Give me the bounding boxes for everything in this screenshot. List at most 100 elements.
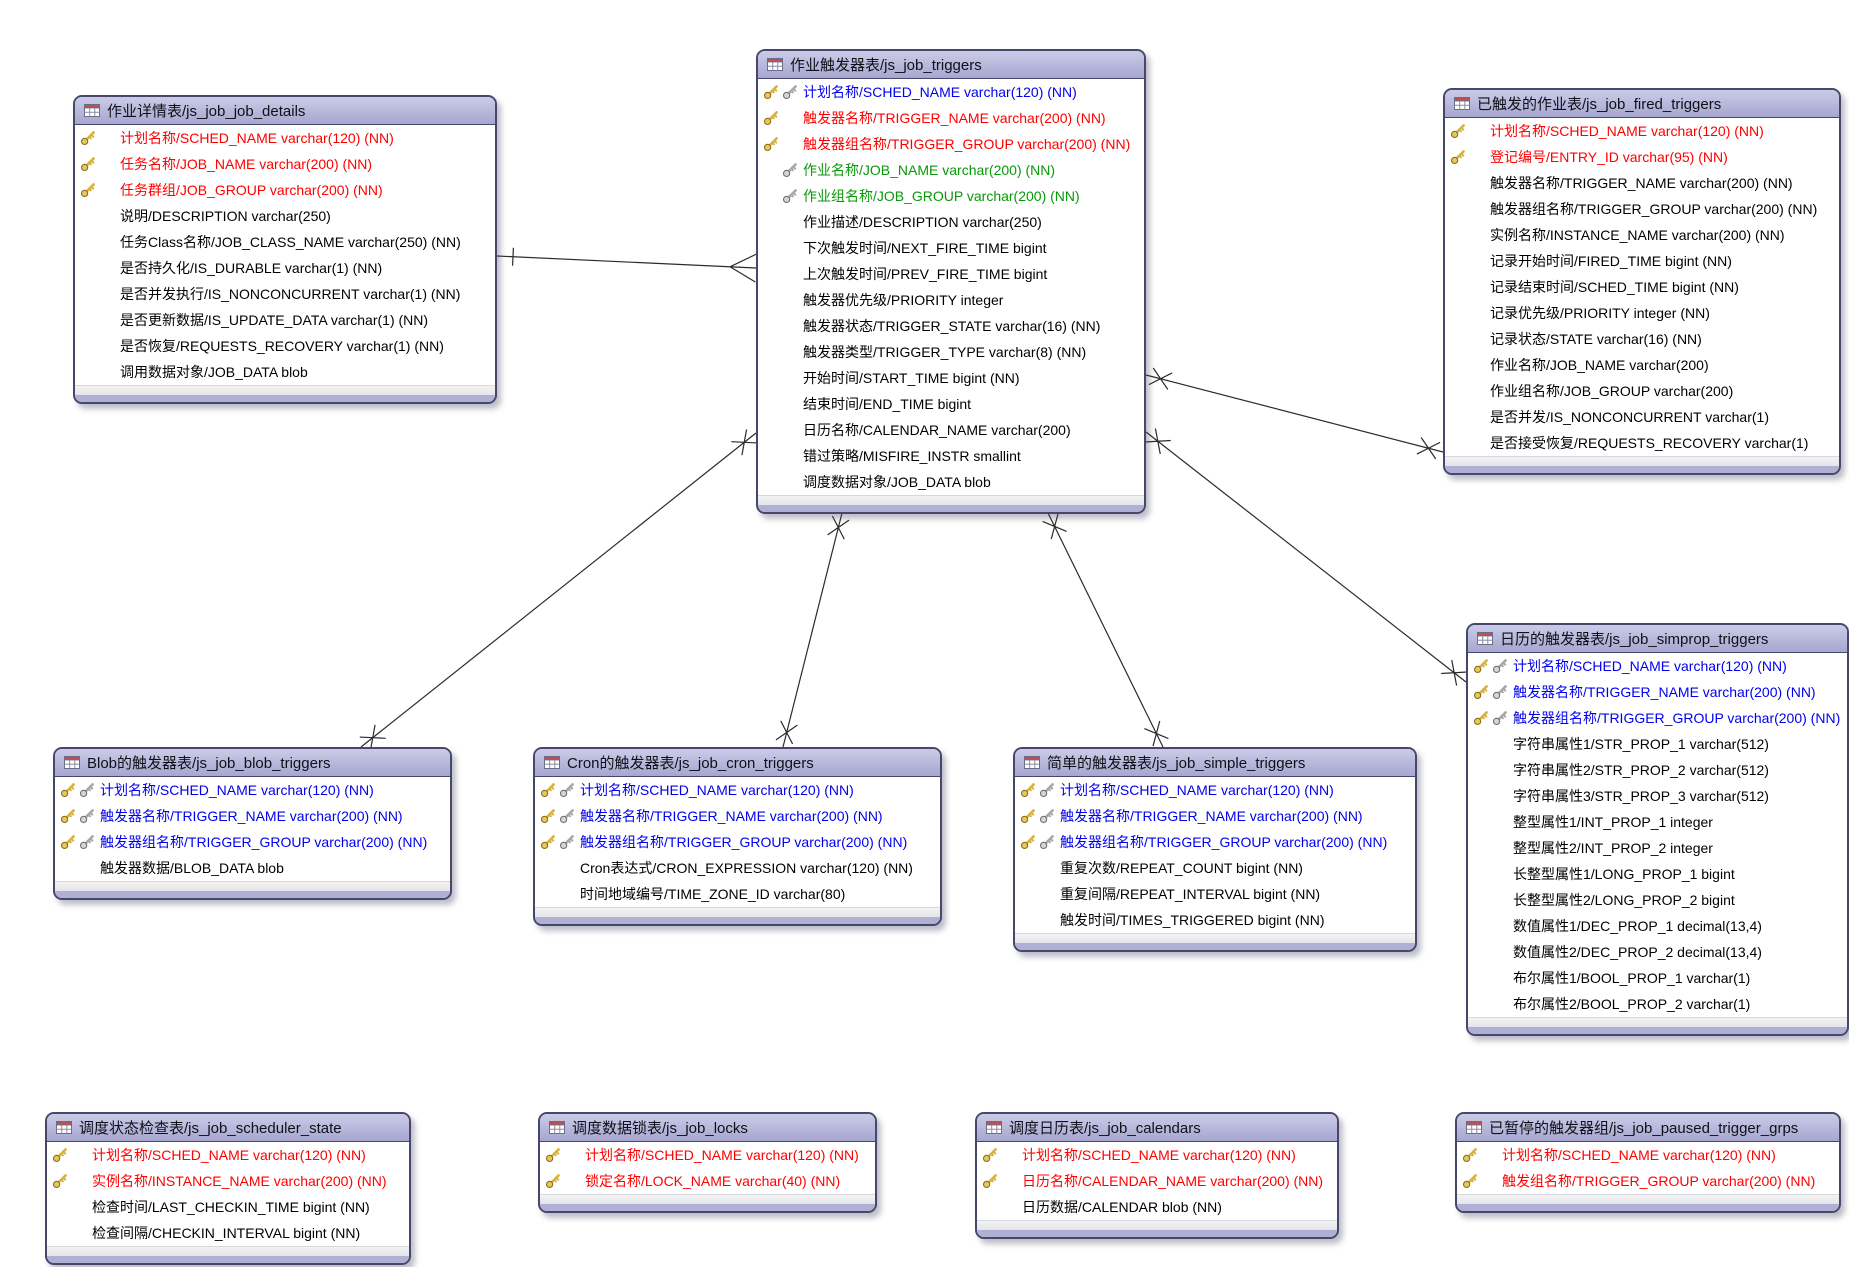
table-row[interactable]: 计划名称/SCHED_NAME varchar(120) (NN): [47, 1142, 409, 1168]
table-row[interactable]: 日历名称/CALENDAR_NAME varchar(200): [758, 417, 1144, 443]
table-header[interactable]: 日历的触发器表/js_job_simprop_triggers: [1468, 625, 1847, 653]
table-header[interactable]: 调度日历表/js_job_calendars: [977, 1114, 1337, 1142]
table-row[interactable]: 触发器数据/BLOB_DATA blob: [55, 855, 450, 881]
table-row[interactable]: 作业名称/JOB_NAME varchar(200): [1445, 352, 1839, 378]
table-row[interactable]: 触发器优先级/PRIORITY integer: [758, 287, 1144, 313]
table-row[interactable]: 计划名称/SCHED_NAME varchar(120) (NN): [1457, 1142, 1839, 1168]
table-row[interactable]: 说明/DESCRIPTION varchar(250): [75, 203, 495, 229]
table-row[interactable]: 计划名称/SCHED_NAME varchar(120) (NN): [540, 1142, 875, 1168]
table-row[interactable]: 触发器名称/TRIGGER_NAME varchar(200) (NN): [1468, 679, 1847, 705]
table-row[interactable]: 触发器名称/TRIGGER_NAME varchar(200) (NN): [758, 105, 1144, 131]
table-header[interactable]: 已暂停的触发器组/js_job_paused_trigger_grps: [1457, 1114, 1839, 1142]
table-row[interactable]: 检查时间/LAST_CHECKIN_TIME bigint (NN): [47, 1194, 409, 1220]
table-row[interactable]: 计划名称/SCHED_NAME varchar(120) (NN): [55, 777, 450, 803]
table-row[interactable]: 计划名称/SCHED_NAME varchar(120) (NN): [535, 777, 940, 803]
table-row[interactable]: 触发器类型/TRIGGER_TYPE varchar(8) (NN): [758, 339, 1144, 365]
table-row[interactable]: 触发时间/TIMES_TRIGGERED bigint (NN): [1015, 907, 1415, 933]
table-row[interactable]: 字符串属性2/STR_PROP_2 varchar(512): [1468, 757, 1847, 783]
table-row[interactable]: 任务名称/JOB_NAME varchar(200) (NN): [75, 151, 495, 177]
table-row[interactable]: 计划名称/SCHED_NAME varchar(120) (NN): [75, 125, 495, 151]
table-row[interactable]: 登记编号/ENTRY_ID varchar(95) (NN): [1445, 144, 1839, 170]
table-row[interactable]: 调度数据对象/JOB_DATA blob: [758, 469, 1144, 495]
table-row[interactable]: 是否持久化/IS_DURABLE varchar(1) (NN): [75, 255, 495, 281]
table-row[interactable]: 记录结束时间/SCHED_TIME bigint (NN): [1445, 274, 1839, 300]
table-row[interactable]: 任务Class名称/JOB_CLASS_NAME varchar(250) (N…: [75, 229, 495, 255]
table-row[interactable]: 记录状态/STATE varchar(16) (NN): [1445, 326, 1839, 352]
table-row[interactable]: Cron表达式/CRON_EXPRESSION varchar(120) (NN…: [535, 855, 940, 881]
table-row[interactable]: 触发器组名称/TRIGGER_GROUP varchar(200) (NN): [758, 131, 1144, 157]
table-header[interactable]: 调度数据锁表/js_job_locks: [540, 1114, 875, 1142]
table-row[interactable]: 记录开始时间/FIRED_TIME bigint (NN): [1445, 248, 1839, 274]
table-row[interactable]: 长整型属性1/LONG_PROP_1 bigint: [1468, 861, 1847, 887]
table-row[interactable]: 是否恢复/REQUESTS_RECOVERY varchar(1) (NN): [75, 333, 495, 359]
table-row[interactable]: 日历名称/CALENDAR_NAME varchar(200) (NN): [977, 1168, 1337, 1194]
table-header[interactable]: Blob的触发器表/js_job_blob_triggers: [55, 749, 450, 777]
table-row[interactable]: 整型属性2/INT_PROP_2 integer: [1468, 835, 1847, 861]
table-row[interactable]: 字符串属性1/STR_PROP_1 varchar(512): [1468, 731, 1847, 757]
table-row[interactable]: 触发器组名称/TRIGGER_GROUP varchar(200) (NN): [1468, 705, 1847, 731]
table-row[interactable]: 实例名称/INSTANCE_NAME varchar(200) (NN): [47, 1168, 409, 1194]
table-row[interactable]: 整型属性1/INT_PROP_1 integer: [1468, 809, 1847, 835]
table-row[interactable]: 计划名称/SCHED_NAME varchar(120) (NN): [977, 1142, 1337, 1168]
table-row[interactable]: 触发器组名称/TRIGGER_GROUP varchar(200) (NN): [1015, 829, 1415, 855]
table-row[interactable]: 触发器组名称/TRIGGER_GROUP varchar(200) (NN): [535, 829, 940, 855]
table-row[interactable]: 触发器组名称/TRIGGER_GROUP varchar(200) (NN): [55, 829, 450, 855]
table-row[interactable]: 计划名称/SCHED_NAME varchar(120) (NN): [1015, 777, 1415, 803]
table-row[interactable]: 实例名称/INSTANCE_NAME varchar(200) (NN): [1445, 222, 1839, 248]
table-row[interactable]: 作业组名称/JOB_GROUP varchar(200): [1445, 378, 1839, 404]
table-row[interactable]: 调用数据对象/JOB_DATA blob: [75, 359, 495, 385]
table-header[interactable]: 简单的触发器表/js_job_simple_triggers: [1015, 749, 1415, 777]
table-row[interactable]: 布尔属性1/BOOL_PROP_1 varchar(1): [1468, 965, 1847, 991]
table-row[interactable]: 记录优先级/PRIORITY integer (NN): [1445, 300, 1839, 326]
table-row[interactable]: 日历数据/CALENDAR blob (NN): [977, 1194, 1337, 1220]
table-row[interactable]: 计划名称/SCHED_NAME varchar(120) (NN): [1468, 653, 1847, 679]
table-row[interactable]: 触发器名称/TRIGGER_NAME varchar(200) (NN): [1015, 803, 1415, 829]
table-header[interactable]: 调度状态检查表/js_job_scheduler_state: [47, 1114, 409, 1142]
table-row[interactable]: 是否接受恢复/REQUESTS_RECOVERY varchar(1): [1445, 430, 1839, 456]
table-row[interactable]: 作业描述/DESCRIPTION varchar(250): [758, 209, 1144, 235]
table-row[interactable]: 锁定名称/LOCK_NAME varchar(40) (NN): [540, 1168, 875, 1194]
table-row[interactable]: 重复间隔/REPEAT_INTERVAL bigint (NN): [1015, 881, 1415, 907]
table-header[interactable]: 作业详情表/js_job_job_details: [75, 97, 495, 125]
table-row[interactable]: 触发器名称/TRIGGER_NAME varchar(200) (NN): [55, 803, 450, 829]
table-row[interactable]: 下次触发时间/NEXT_FIRE_TIME bigint: [758, 235, 1144, 261]
table-row[interactable]: 计划名称/SCHED_NAME varchar(120) (NN): [1445, 118, 1839, 144]
table-row[interactable]: 时间地域编号/TIME_ZONE_ID varchar(80): [535, 881, 940, 907]
table-row[interactable]: 作业名称/JOB_NAME varchar(200) (NN): [758, 157, 1144, 183]
table-row[interactable]: 任务群组/JOB_GROUP varchar(200) (NN): [75, 177, 495, 203]
table-row[interactable]: 数值属性2/DEC_PROP_2 decimal(13,4): [1468, 939, 1847, 965]
table-row[interactable]: 检查间隔/CHECKIN_INTERVAL bigint (NN): [47, 1220, 409, 1246]
table-row[interactable]: 作业组名称/JOB_GROUP varchar(200) (NN): [758, 183, 1144, 209]
table-row[interactable]: 触发组名称/TRIGGER_GROUP varchar(200) (NN): [1457, 1168, 1839, 1194]
table-header[interactable]: 作业触发器表/js_job_triggers: [758, 51, 1144, 79]
table-row[interactable]: 是否更新数据/IS_UPDATE_DATA varchar(1) (NN): [75, 307, 495, 333]
table-row[interactable]: 是否并发/IS_NONCONCURRENT varchar(1): [1445, 404, 1839, 430]
table-row[interactable]: 数值属性1/DEC_PROP_1 decimal(13,4): [1468, 913, 1847, 939]
table-header[interactable]: Cron的触发器表/js_job_cron_triggers: [535, 749, 940, 777]
table-row[interactable]: 上次触发时间/PREV_FIRE_TIME bigint: [758, 261, 1144, 287]
table-row[interactable]: 是否并发执行/IS_NONCONCURRENT varchar(1) (NN): [75, 281, 495, 307]
table-row[interactable]: 计划名称/SCHED_NAME varchar(120) (NN): [758, 79, 1144, 105]
table-row[interactable]: 布尔属性2/BOOL_PROP_2 varchar(1): [1468, 991, 1847, 1017]
table-row[interactable]: 重复次数/REPEAT_COUNT bigint (NN): [1015, 855, 1415, 881]
table-row[interactable]: 结束时间/END_TIME bigint: [758, 391, 1144, 417]
table-row[interactable]: 错过策略/MISFIRE_INSTR smallint: [758, 443, 1144, 469]
table-row[interactable]: 长整型属性2/LONG_PROP_2 bigint: [1468, 887, 1847, 913]
table-row[interactable]: 触发器名称/TRIGGER_NAME varchar(200) (NN): [1445, 170, 1839, 196]
table-header[interactable]: 已触发的作业表/js_job_fired_triggers: [1445, 90, 1839, 118]
table-row[interactable]: 触发器组名称/TRIGGER_GROUP varchar(200) (NN): [1445, 196, 1839, 222]
table-row[interactable]: 触发器状态/TRIGGER_STATE varchar(16) (NN): [758, 313, 1144, 339]
table-row[interactable]: 开始时间/START_TIME bigint (NN): [758, 365, 1144, 391]
table-row[interactable]: 字符串属性3/STR_PROP_3 varchar(512): [1468, 783, 1847, 809]
